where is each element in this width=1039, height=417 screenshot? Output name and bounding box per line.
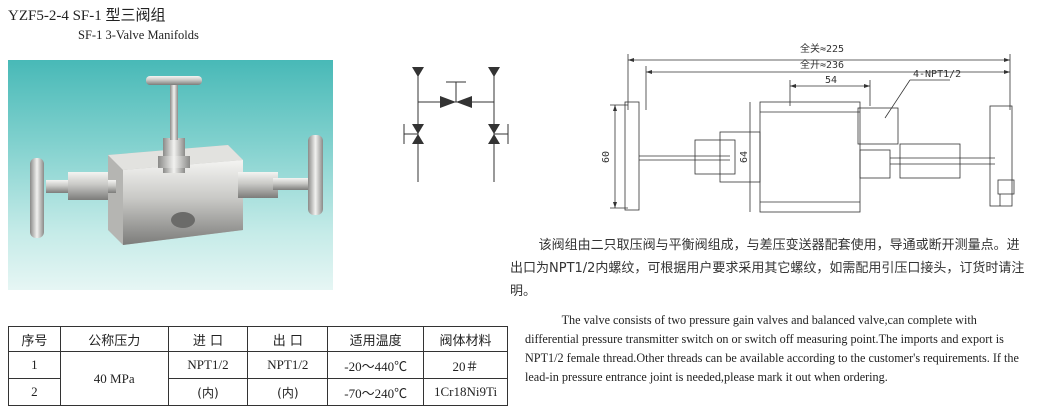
cell-no: 1 <box>8 351 61 379</box>
spec-table: 序号 公称压力 进 口 出 口 适用温度 阀体材料 1 40 MPa NPT1/… <box>8 326 508 406</box>
cell-inlet: (内) <box>167 378 249 406</box>
dim-total-open: 全开≈236 <box>800 58 844 71</box>
table-row: 1 40 MPa NPT1/2 NPT1/2 -20～440℃ 20＃ <box>8 351 508 406</box>
col-outlet: 出 口 <box>247 326 329 352</box>
col-inlet: 进 口 <box>167 326 249 352</box>
cell-inlet: NPT1/2 <box>167 351 249 379</box>
cell-outlet: NPT1/2 <box>247 351 329 379</box>
dim-60: 60 <box>601 151 612 163</box>
dim-total-closed: 全关≈225 <box>800 42 844 55</box>
product-photo <box>8 60 333 290</box>
cell-temp: -20～440℃ <box>327 351 425 379</box>
cell-no: 2 <box>8 378 61 406</box>
product-title: YZF5-2-4 SF-1 型三阀组 <box>8 8 166 24</box>
valve-schematic <box>403 67 509 182</box>
cell-material: 20＃ <box>423 351 508 379</box>
description-chinese: 该阀组由二只取压阀与平衡阀组成，与差压变送器配套使用，导通或断开测量点。进出口为… <box>510 238 1025 299</box>
cell-outlet: (内) <box>247 378 329 406</box>
col-temp: 适用温度 <box>327 326 425 352</box>
col-pressure: 公称压力 <box>59 326 169 352</box>
table-header-row: 序号 公称压力 进 口 出 口 适用温度 阀体材料 <box>8 326 508 352</box>
dim-thread: 4-NPT1/2 <box>913 69 961 80</box>
cell-temp: -70～240℃ <box>327 378 425 406</box>
col-material: 阀体材料 <box>423 326 508 352</box>
cell-material: 1Cr18Ni9Ti <box>423 378 508 406</box>
description-english: The valve consists of two pressure gain … <box>525 313 1019 384</box>
cell-pressure: 40 MPa <box>59 351 169 406</box>
dim-54: 54 <box>825 75 837 86</box>
col-no: 序号 <box>8 326 61 352</box>
product-subtitle: SF-1 3-Valve Manifolds <box>78 28 199 42</box>
dimension-drawing: 全关≈225 全开≈236 54 4-NPT1/2 60 64 <box>601 42 1015 213</box>
table-row: 2 (内) (内) -70～240℃ 1Cr18Ni9Ti <box>8 378 508 406</box>
manifold-photo-illustration <box>30 76 323 245</box>
dim-64: 64 <box>739 151 750 163</box>
